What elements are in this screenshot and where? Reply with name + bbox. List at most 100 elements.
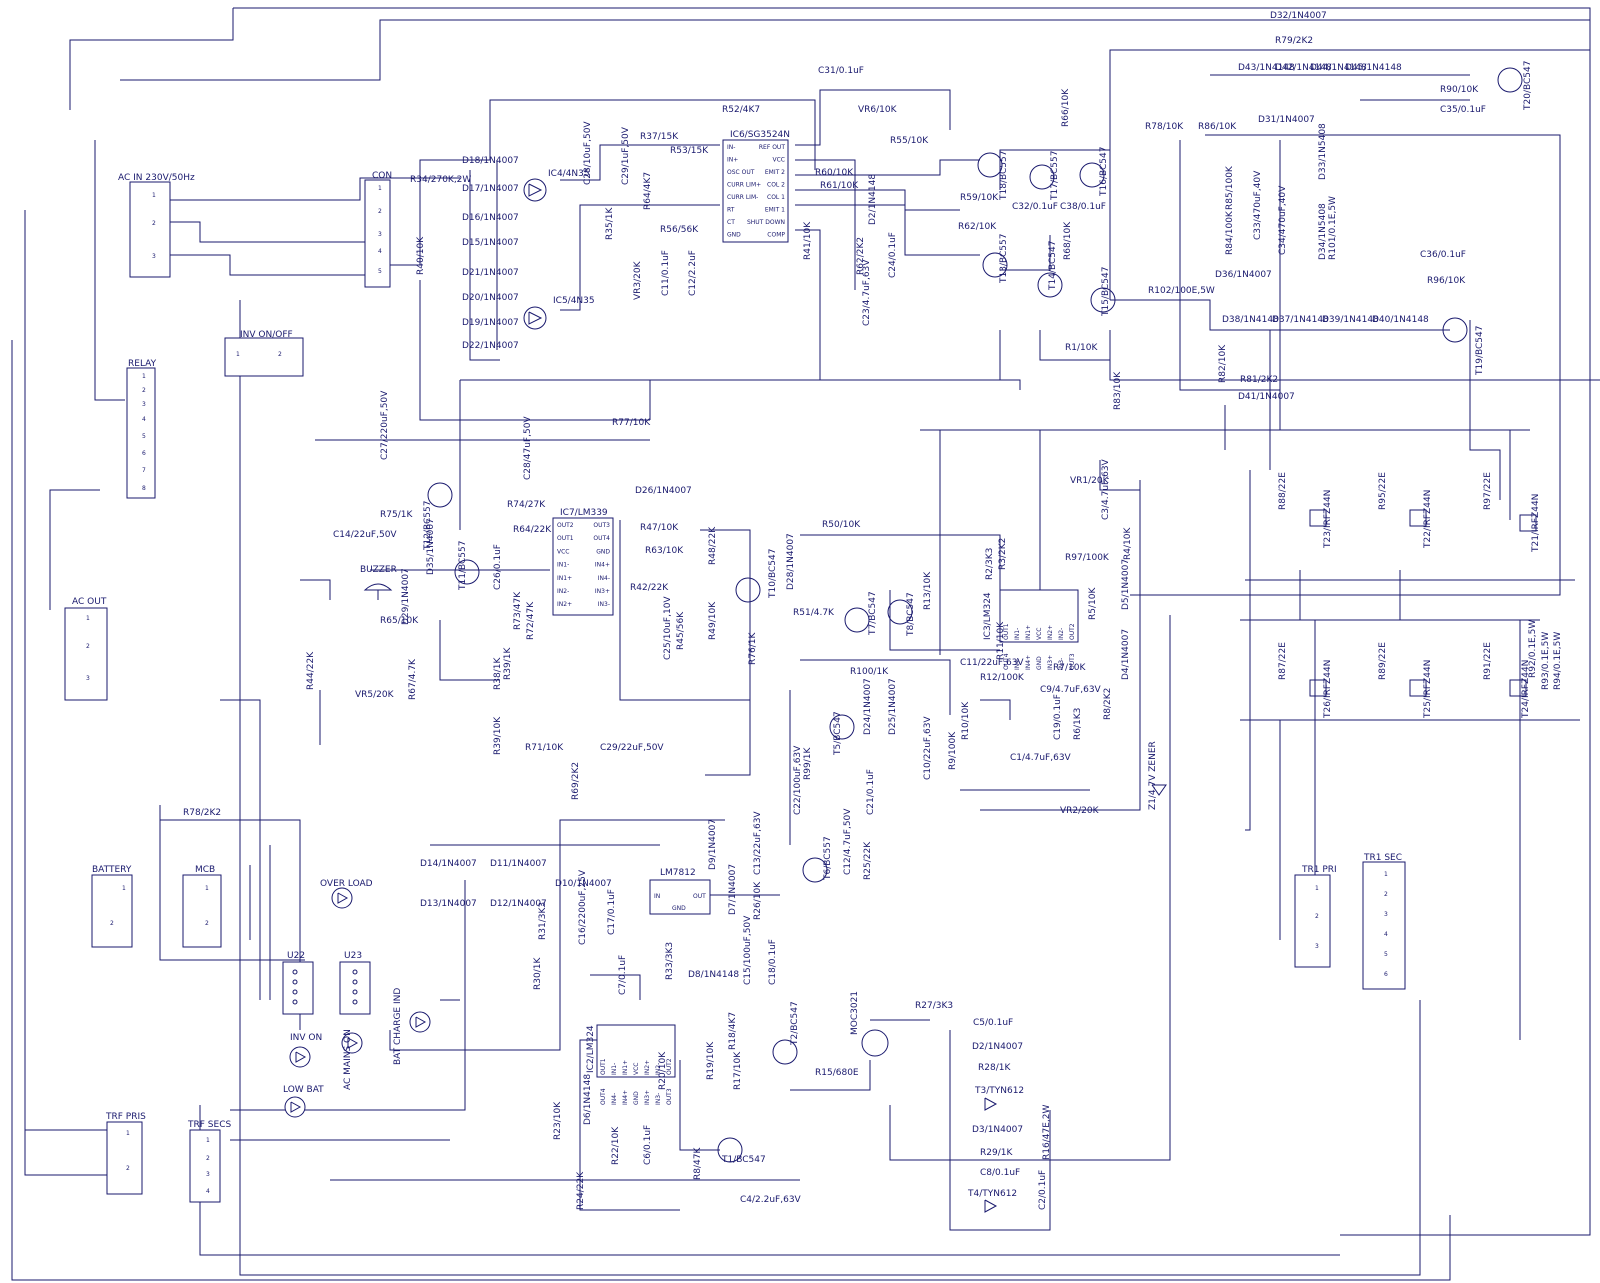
component-label: D26/1N4007	[635, 486, 692, 496]
component-label: R7/10K	[1053, 663, 1086, 673]
component-label: R95/22E	[1378, 472, 1388, 510]
svg-text:2: 2	[142, 387, 146, 394]
svg-text:3: 3	[1315, 943, 1319, 950]
component-label: R60/10K	[815, 168, 854, 178]
mosfet-symbols	[1309, 509, 1537, 697]
component-label: C17/0.1uF	[607, 889, 617, 935]
battery-label: BATTERY	[92, 865, 132, 875]
component-label: R6/1K3	[1073, 708, 1083, 740]
component-label: C28/10uF,50V	[583, 121, 593, 185]
component-label: R8/2K2	[1103, 688, 1113, 720]
ic-pin-label: OSC OUT	[727, 169, 755, 176]
lm7812-title: LM7812	[660, 868, 696, 878]
component-label: D33/1N5408	[1318, 123, 1328, 180]
component-label: T21/IRFZ44N	[1531, 494, 1541, 553]
ic-pin-label: OUT3	[593, 522, 610, 529]
component-label: D7/1N4007	[728, 864, 738, 915]
ic-pin-label: IN3+	[595, 588, 610, 595]
component-label: D13/1N4007	[420, 899, 477, 909]
inv-onoff-label: INV ON/OFF	[240, 330, 293, 340]
component-label: R4/10K	[1123, 527, 1133, 560]
component-label: C29/1uF,50V	[621, 126, 631, 185]
transistor-symbols	[427, 67, 1523, 1163]
component-label: R49/10K	[708, 601, 718, 640]
ic-pin-label: IN1-	[557, 562, 569, 569]
ic-pin-label: IN+	[727, 157, 738, 164]
component-label: T13/BC557	[999, 234, 1009, 284]
ic-pin-label: COL 2	[767, 182, 785, 189]
mcb-label: MCB	[195, 865, 215, 875]
component-label: VR2/20K	[1060, 806, 1100, 816]
component-label: C14/22uF,50V	[333, 530, 397, 540]
svg-text:3: 3	[378, 231, 382, 238]
component-label: R51/4.7K	[793, 608, 835, 618]
component-label: C38/0.1uF	[1060, 202, 1106, 212]
ic-pin-label: CURR LIM+	[727, 182, 761, 189]
component-label: C11/22uF,63V	[960, 658, 1024, 668]
component-label: IC5/4N35	[553, 296, 595, 306]
svg-text:3: 3	[86, 675, 90, 682]
component-label: R99/1K	[803, 747, 813, 780]
component-label: R81/2K2	[1240, 375, 1278, 385]
component-label: D32/1N4007	[1270, 11, 1327, 21]
svg-text:6: 6	[142, 450, 146, 457]
component-label: D16/1N4007	[462, 213, 519, 223]
component-label: R42/22K	[630, 583, 669, 593]
component-label: R44/22K	[306, 651, 316, 690]
component-label: T12/BC557	[423, 501, 433, 551]
component-label: C11/0.1uF	[661, 250, 671, 296]
component-label: R77/10K	[612, 418, 651, 428]
component-label: R100/1K	[850, 667, 889, 677]
component-label: R56/56K	[660, 225, 699, 235]
component-label: D4/1N4007	[1121, 629, 1131, 680]
ic-pin-label: GND	[596, 548, 610, 555]
svg-text:1: 1	[206, 1137, 210, 1144]
ic-pin-label: EMIT 2	[765, 169, 785, 176]
component-label: D3/1N4007	[972, 1125, 1023, 1135]
svg-text:OUT: OUT	[693, 893, 706, 900]
svg-text:U22: U22	[287, 951, 305, 961]
u22-socket: U22	[282, 951, 314, 1015]
ic-pin-label: VCC	[633, 1063, 640, 1075]
component-label: T24/IRFZ44N	[1521, 660, 1531, 719]
led-low-bat: LOW BAT	[283, 1085, 324, 1118]
component-label: D22/1N4007	[462, 341, 519, 351]
ic4-optocoupler	[523, 178, 547, 202]
lm7812-regulator: LM7812 IN GND OUT	[649, 868, 711, 915]
ic-pin-label: CT	[727, 219, 735, 226]
svg-text:2: 2	[205, 920, 209, 927]
component-label: C15/100uF,50V	[743, 915, 753, 985]
component-label: D34/1N5408	[1318, 203, 1328, 260]
component-labels: R34/270K,2WD18/1N4007D17/1N4007D16/1N400…	[183, 11, 1563, 1210]
component-label: T11/BC557	[458, 541, 468, 591]
component-label: C36/0.1uF	[1420, 250, 1466, 260]
ic-pin-label: GND	[633, 1091, 640, 1105]
component-label: T4/TYN612	[967, 1189, 1017, 1199]
component-label: C5/0.1uF	[973, 1018, 1013, 1028]
component-label: R16/47E,2W	[1042, 1105, 1052, 1160]
component-label: C22/100uF,63V	[793, 745, 803, 815]
component-label: D29/1N4007	[401, 568, 411, 625]
component-label: R55/10K	[890, 136, 929, 146]
component-label: Z1/4.7V ZENER	[1148, 741, 1158, 810]
component-label: D15/1N4007	[462, 238, 519, 248]
component-label: R41/10K	[803, 221, 813, 260]
component-label: R50/10K	[822, 520, 861, 530]
component-label: R68/10K	[1063, 221, 1073, 260]
component-label: R96/10K	[1427, 276, 1466, 286]
component-label: D10/1N4007	[555, 879, 612, 889]
ac-in-label: AC IN 230V/50Hz	[118, 173, 195, 183]
component-label: R76/1K	[748, 632, 758, 665]
component-label: R20/10K	[658, 1051, 668, 1090]
component-label: T5/BC547	[833, 711, 843, 756]
component-label: VR3/20K	[633, 260, 643, 300]
component-label: T20/BC547	[1523, 61, 1533, 111]
svg-text:1: 1	[122, 885, 126, 892]
component-label: R91/22E	[1483, 642, 1493, 680]
ic-pin-label: GND	[1036, 656, 1043, 670]
svg-text:3: 3	[1384, 911, 1388, 918]
component-label: T14/BC547	[1048, 241, 1058, 291]
component-label: VR5/20K	[355, 690, 395, 700]
ic-pin-label: IN2+	[557, 601, 572, 608]
component-label: R64/4K7	[643, 172, 653, 210]
